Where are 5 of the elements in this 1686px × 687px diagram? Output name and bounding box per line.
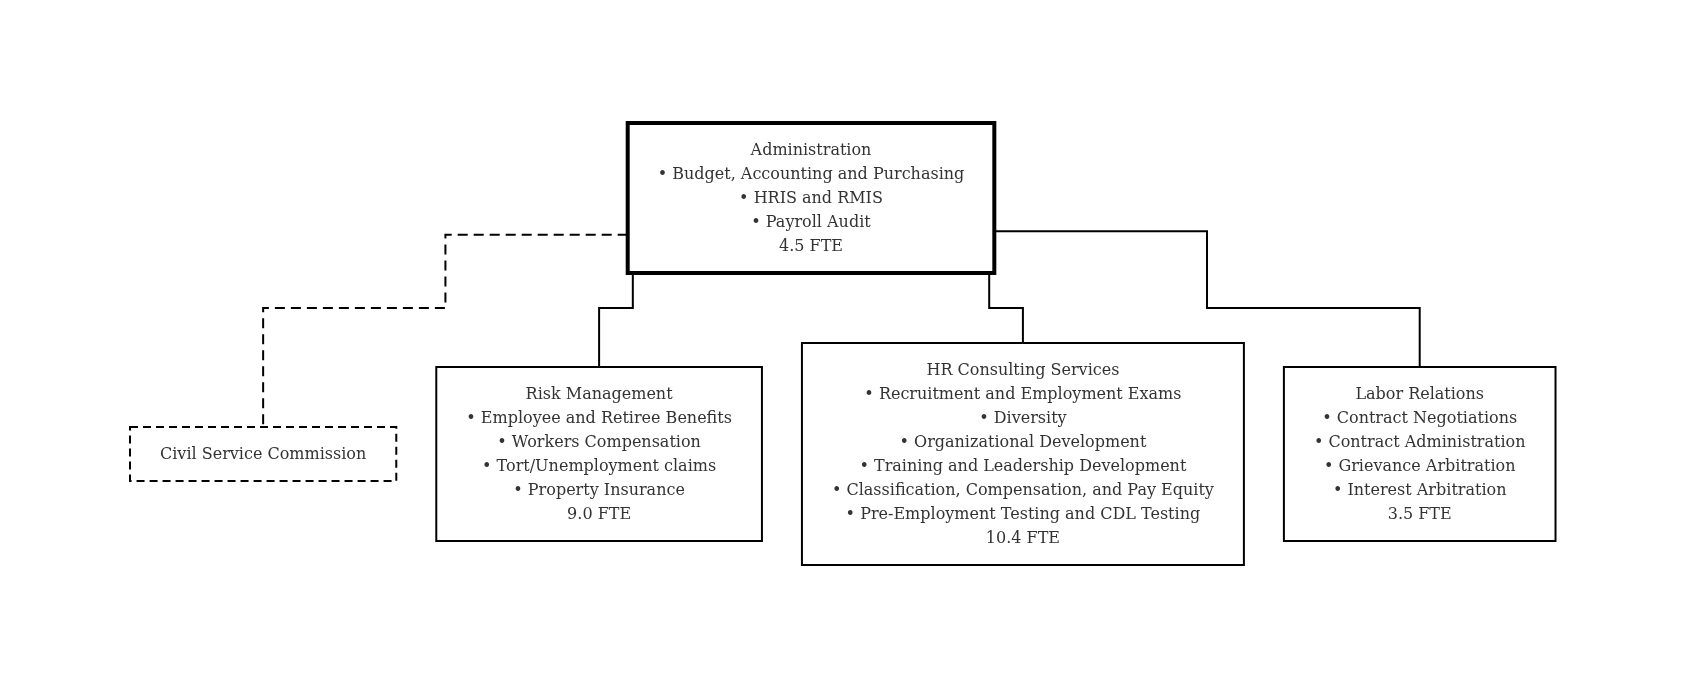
node-box: Labor Relations • Contract Negotiations • Contract Administration • Grievance Arbitration • Interest Arbitration 3.5 FTE xyxy=(1283,365,1557,542)
node-box: Risk Management • Employee and Retiree Benefits • Workers Compensation • Tort/Unemployment claims • Property Insurance 9.0 FTE xyxy=(435,365,764,542)
node-box: Administration • Budget, Accounting and Purchasing • HRIS and RMIS • Payroll Audit 4.5 FTE xyxy=(625,120,997,275)
node-box: Civil Service Commission xyxy=(129,425,398,482)
node-box: HR Consulting Services • Recruitment and Employment Exams • Diversity • Organizational Development • Training and Leadership Development • Classification, Compensation, and Pay Equity • Pre-Employment Testing and CDL Testing 10.4 FTE xyxy=(801,341,1246,566)
